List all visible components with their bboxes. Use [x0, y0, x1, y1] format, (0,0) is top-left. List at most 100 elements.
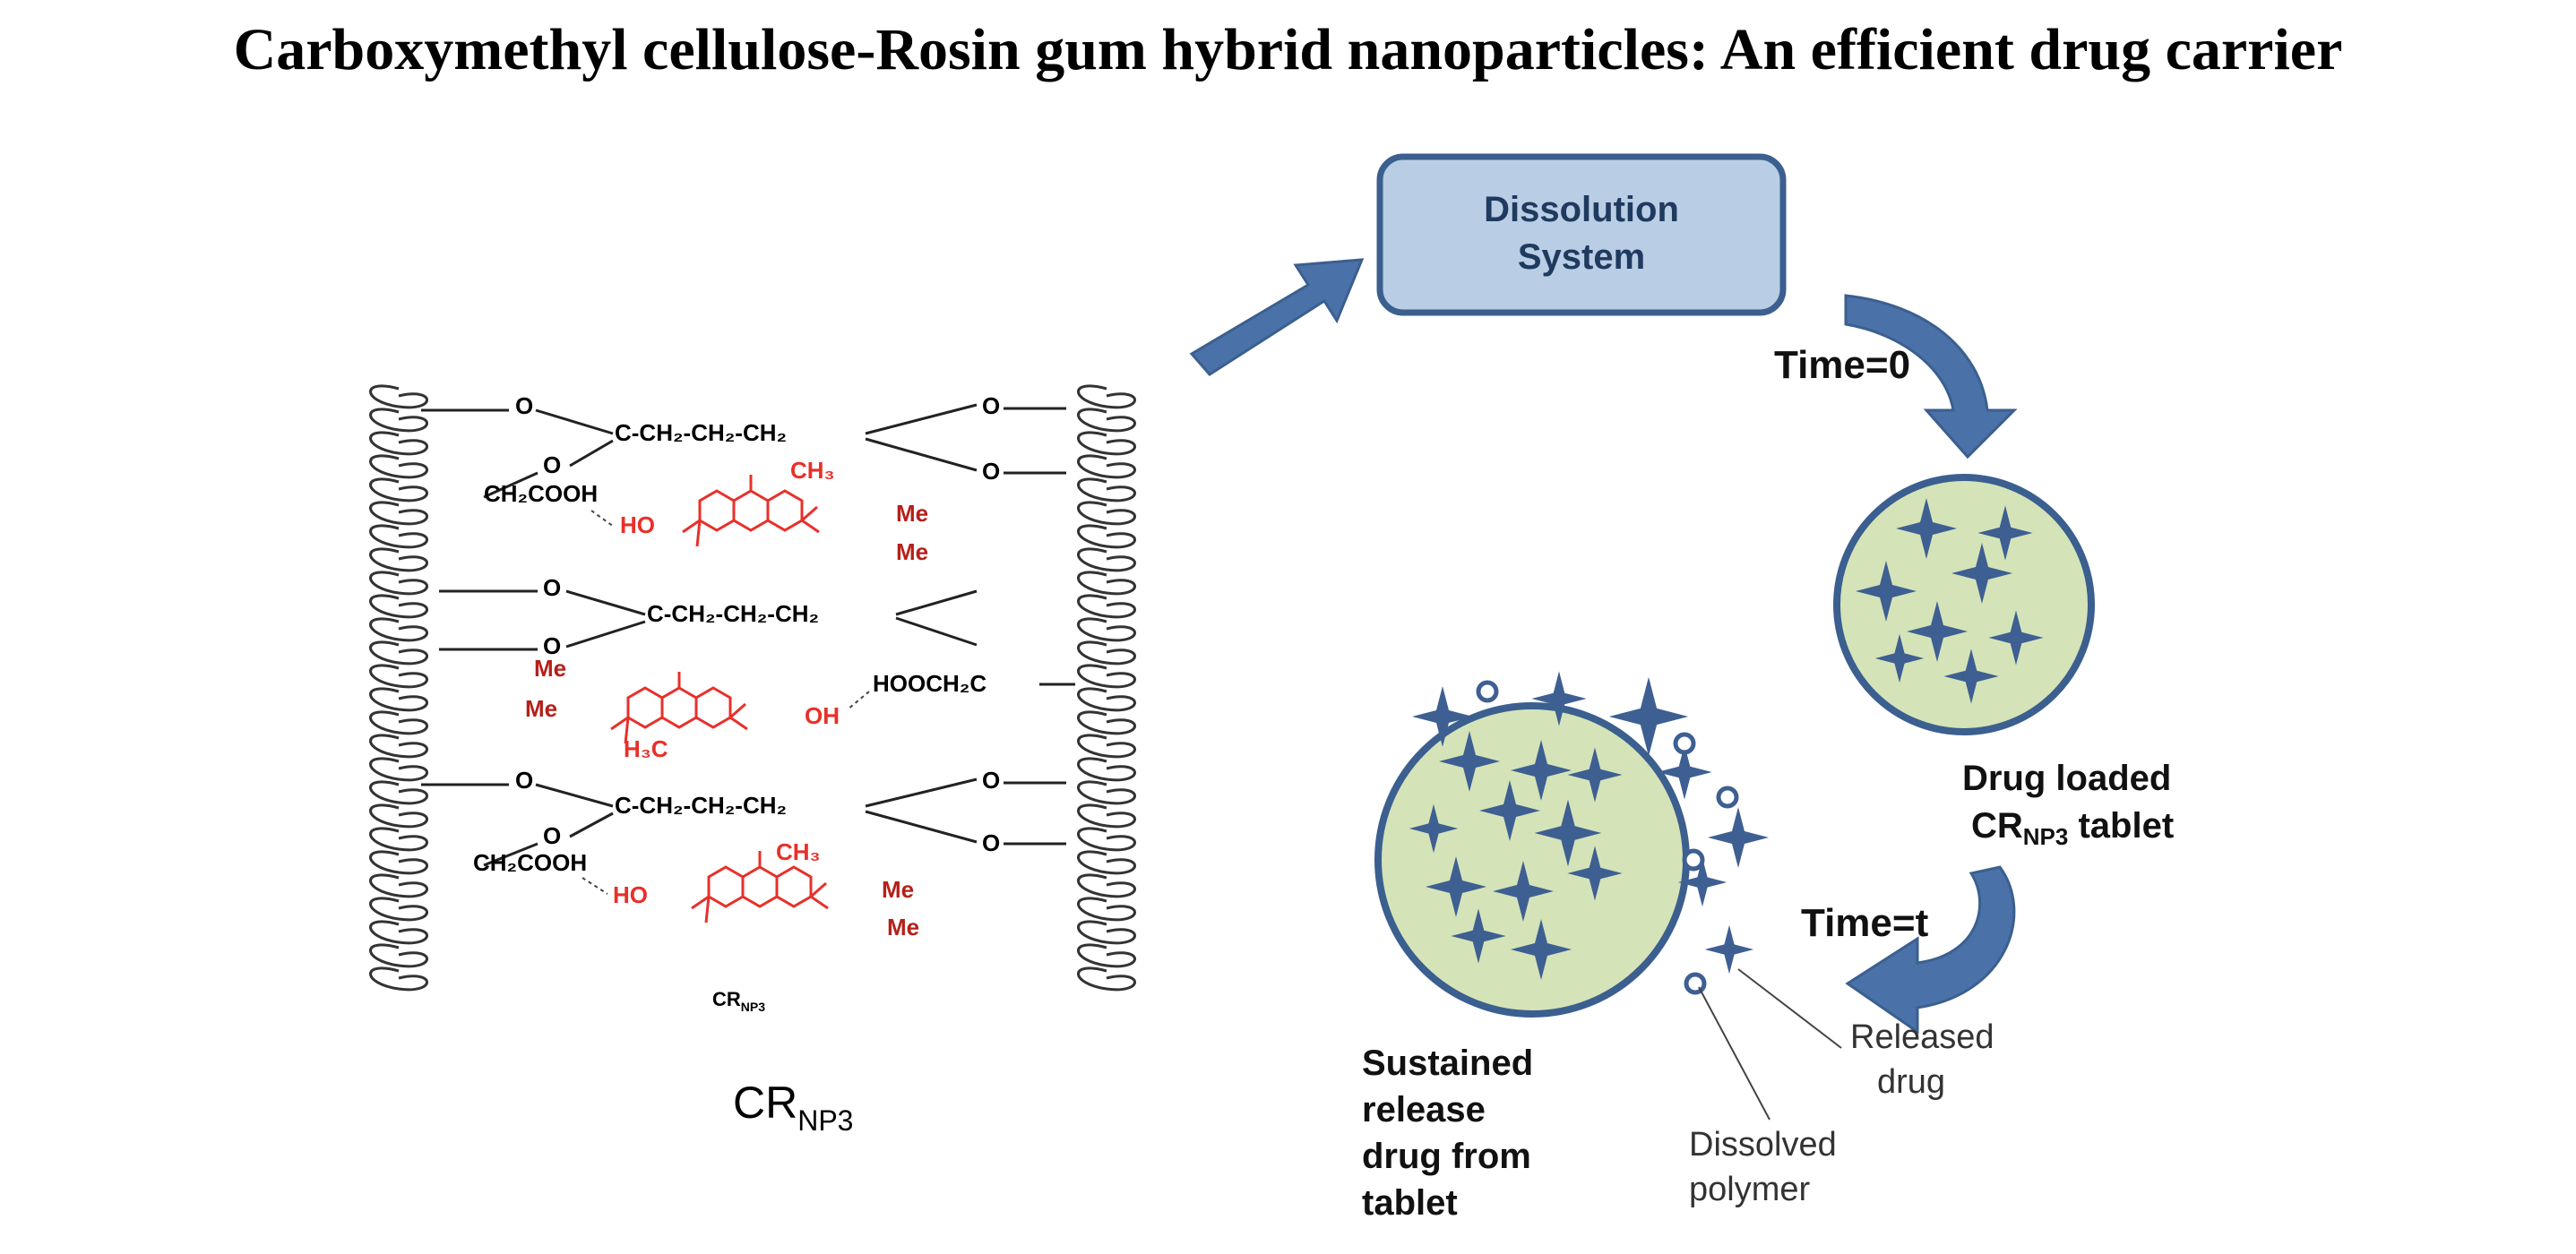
tablet-label-line2: CRNP3 tablet: [1971, 806, 2174, 850]
helix-loop: [369, 827, 428, 852]
helix-loop: [369, 408, 428, 433]
helix-loop: [369, 524, 428, 549]
helix-loop: [1077, 617, 1136, 642]
sustained-release-tablet: [1374, 702, 1690, 1018]
released-drug-star: [1708, 807, 1769, 868]
oh-label: OH: [805, 702, 840, 729]
ho-label: HO: [620, 511, 655, 538]
helix-loop: [369, 873, 428, 898]
dissolved-polymer-line1: Dissolved: [1689, 1126, 1837, 1164]
helix-loop: [369, 501, 428, 526]
sustained-label-line4: tablet: [1362, 1183, 1458, 1223]
helix-loop: [1077, 803, 1136, 829]
helix-loop: [369, 966, 428, 992]
polymer-bead: [1478, 683, 1496, 700]
polymer-bead: [1686, 975, 1704, 992]
helix-loop: [369, 617, 428, 642]
dissolved-polymer-line2: polymer: [1689, 1171, 1810, 1208]
time0-label: Time=0: [1774, 343, 1910, 387]
linker-label: C-CH₂-CH₂-CH₂: [615, 792, 787, 819]
released-drug-line1: Released: [1850, 1018, 1994, 1056]
helix-loop: [369, 920, 428, 945]
helix-loop: [1077, 850, 1136, 875]
helix-loop: [1077, 943, 1136, 968]
helix-loop: [369, 571, 428, 596]
helix-loop: [369, 757, 428, 782]
sustained-label-line1: Sustained: [1362, 1044, 1533, 1083]
helix-loop: [369, 594, 428, 619]
oxygen-label: O: [543, 451, 561, 478]
helix-loop: [369, 943, 428, 968]
polymer-bead: [1719, 788, 1736, 806]
helix-loop: [1077, 920, 1136, 945]
helix-loop: [369, 850, 428, 875]
helix-loop: [369, 687, 428, 712]
helix-loop: [1077, 477, 1136, 502]
helix-loop: [1077, 524, 1136, 549]
arrow-to-dissolution: [1189, 258, 1365, 376]
dissolution-system-box: Dissolution System: [1376, 153, 1787, 316]
methyl-label: Me: [896, 538, 928, 565]
helix-loop: [369, 780, 428, 805]
helix-loop: [369, 384, 428, 409]
helix-loop: [369, 803, 428, 829]
methyl-label: Me: [896, 500, 928, 527]
released-drug-pointer: [1737, 968, 1842, 1049]
curved-arrow-timet: [1845, 865, 2016, 1035]
tablet-label-line1: Drug loaded: [1962, 759, 2171, 798]
molecular-structure: O C-CH₂-CH₂-CH₂ O O O CH₂COOH HO CH₃ Me …: [421, 392, 1075, 940]
polymer-bead: [1684, 851, 1702, 869]
helix-loop: [369, 431, 428, 456]
helix-loop: [369, 640, 428, 666]
helix-loop: [369, 454, 428, 479]
cellulose-helix-left: [369, 384, 428, 992]
structure-caption: CRNP3: [733, 1078, 853, 1137]
released-drug-line2: drug: [1877, 1063, 1945, 1101]
oxygen-label: O: [982, 767, 1000, 794]
helix-loop: [1077, 501, 1136, 526]
helix-loop: [1077, 687, 1136, 712]
helix-loop: [369, 710, 428, 735]
helix-loop: [1077, 664, 1136, 689]
linker-label: C-CH₂-CH₂-CH₂: [647, 600, 819, 627]
helix-loop: [1077, 384, 1136, 409]
helix-loop: [369, 897, 428, 922]
sustained-label-line3: drug from: [1362, 1137, 1531, 1176]
methyl-label: Me: [525, 695, 557, 722]
cellulose-helix-right: [1077, 384, 1136, 992]
polymer-bead: [1676, 734, 1693, 752]
released-drug-star: [1704, 924, 1754, 975]
small-caption: CRNP3: [712, 988, 765, 1014]
helix-loop: [1077, 710, 1136, 735]
drug-loaded-tablet: [1833, 474, 2095, 735]
helix-loop: [1077, 640, 1136, 666]
helix-loop: [1077, 780, 1136, 805]
helix-loop: [1077, 966, 1136, 992]
sustained-label-line2: release: [1362, 1090, 1486, 1129]
oxygen-label: O: [982, 829, 1000, 856]
timet-label: Time=t: [1801, 901, 1929, 945]
ch3-label: CH₃: [790, 457, 835, 484]
helix-loop: [1077, 408, 1136, 433]
helix-loop: [1077, 827, 1136, 852]
curved-arrow-time0: [1844, 294, 2018, 460]
helix-loop: [1077, 873, 1136, 898]
oxygen-label: O: [543, 822, 561, 849]
methyl-label: Me: [882, 876, 914, 903]
ho-label: HO: [613, 881, 648, 908]
carboxyl-label: CH₂COOH: [484, 480, 598, 507]
dissolved-polymer-pointer: [1698, 986, 1770, 1121]
h3c-label: H₃C: [624, 735, 668, 762]
carboxyl-label: CH₂COOH: [473, 849, 587, 876]
oxygen-label: O: [982, 392, 1000, 419]
helix-loop: [369, 664, 428, 689]
ch3-label: CH₃: [776, 838, 821, 865]
helix-loop: [1077, 594, 1136, 619]
helix-loop: [1077, 454, 1136, 479]
oxygen-label: O: [543, 632, 561, 659]
carboxyl-label: HOOCH₂C: [873, 670, 986, 697]
oxygen-label: O: [543, 574, 561, 601]
linker-label: C-CH₂-CH₂-CH₂: [615, 419, 787, 446]
dissolution-label-line1: Dissolution: [1484, 190, 1679, 229]
